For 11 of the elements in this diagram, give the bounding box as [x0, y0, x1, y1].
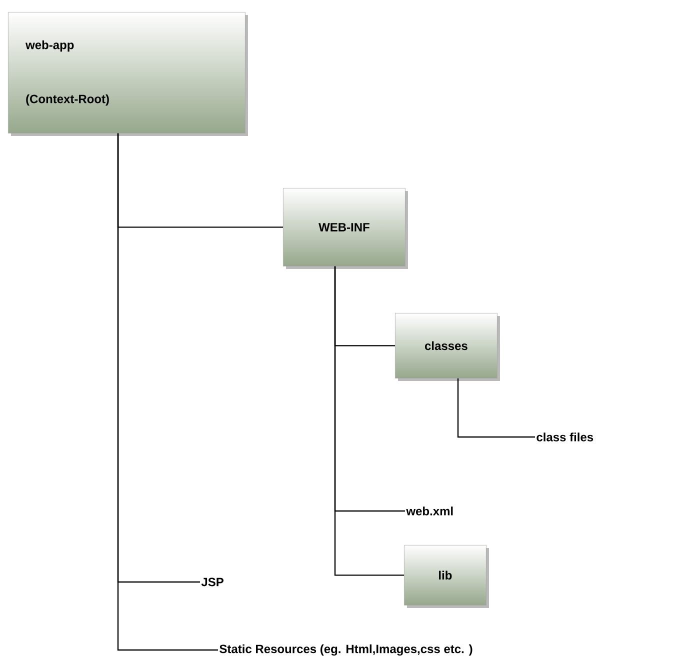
- file-label: class files: [536, 432, 594, 442]
- folder-box: WEB-INF: [283, 188, 408, 269]
- file-label: web.xml: [406, 506, 453, 516]
- folder-box: lib: [404, 545, 489, 608]
- folder-box: classes: [395, 313, 500, 381]
- tree-line: [117, 133, 218, 651]
- tree-line: [457, 378, 535, 438]
- file-label: Static Resources (eg. Html,Images,css etc. ): [220, 644, 472, 656]
- file-label: JSP: [201, 578, 224, 586]
- tree-line: [334, 266, 404, 576]
- folder-box: web-app (Context-Root): [8, 12, 248, 136]
